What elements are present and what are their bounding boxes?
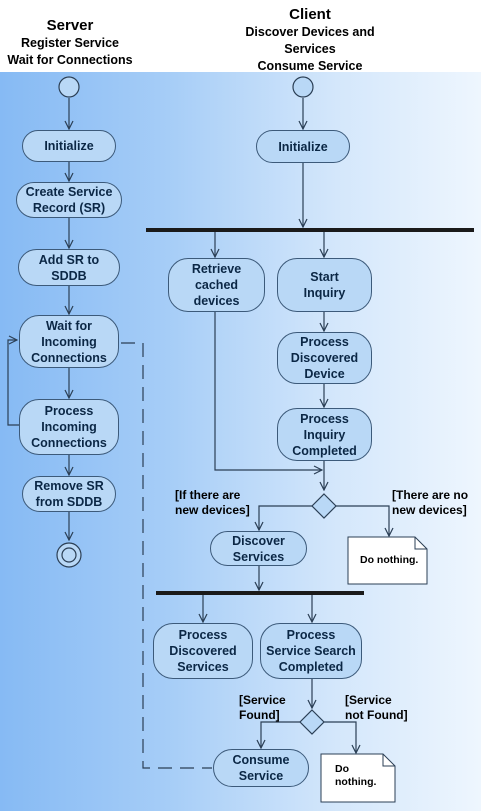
wait-for-connections-node: Wait for Incoming Connections bbox=[19, 315, 119, 368]
client-start-node bbox=[292, 76, 314, 98]
client-subtitle-consume: Consume Service bbox=[257, 59, 363, 73]
start-inquiry-label: Start Inquiry bbox=[303, 270, 346, 300]
client-initialize-node: Initialize bbox=[256, 130, 350, 163]
add-sr-to-sddb-node: Add SR to SDDB bbox=[18, 249, 120, 286]
discover-services-label: Discover Services bbox=[232, 533, 285, 564]
guard-service-not-found: [Service not Found] bbox=[345, 693, 408, 722]
server-initialize-label: Initialize bbox=[44, 139, 94, 153]
client-subtitle-services: Services bbox=[284, 42, 336, 56]
discover-services-node: Discover Services bbox=[210, 531, 307, 566]
add-sr-to-sddb-label: Add SR to SDDB bbox=[38, 252, 100, 283]
remove-sr-node: Remove SR from SDDB bbox=[22, 476, 116, 512]
fork-bar-1 bbox=[146, 228, 474, 232]
server-start-node bbox=[58, 76, 80, 98]
process-discovered-device-label: Process Discovered Device bbox=[290, 335, 359, 381]
process-search-completed-label: Process Service Search Completed bbox=[266, 628, 356, 674]
start-inquiry-node: Start Inquiry bbox=[277, 258, 372, 312]
client-initialize-label: Initialize bbox=[278, 139, 328, 154]
server-title: Server bbox=[46, 17, 94, 34]
edge-dashed-consume bbox=[121, 342, 212, 769]
edge-loop-back bbox=[7, 340, 19, 426]
process-discovered-services-label: Process Discovered Services bbox=[169, 628, 237, 674]
process-inquiry-completed-label: Process Inquiry Completed bbox=[292, 411, 357, 458]
guard-no-new-devices: [There are no new devices] bbox=[392, 488, 469, 517]
consume-service-label: Consume Service bbox=[232, 753, 290, 783]
server-swimlane-header: Server Register Service Wait for Connect… bbox=[0, 16, 140, 69]
create-service-record-node: Create Service Record (SR) bbox=[16, 182, 122, 218]
note-do-nothing-2-text: Do nothing. bbox=[335, 763, 377, 788]
create-service-record-label: Create Service Record (SR) bbox=[25, 185, 113, 215]
edge-decision-to-nothing bbox=[336, 505, 389, 536]
header-area bbox=[0, 0, 481, 72]
edge-decision-to-consume bbox=[261, 721, 300, 748]
edge-retrieve-to-merge bbox=[214, 312, 322, 470]
process-connections-node: Process Incoming Connections bbox=[19, 399, 119, 455]
server-subtitle-register: Register Service bbox=[21, 36, 119, 50]
client-subtitle-discover: Discover Devices and bbox=[245, 25, 375, 39]
server-initialize-node: Initialize bbox=[22, 130, 116, 162]
retrieve-cached-devices-node: Retrieve cached devices bbox=[168, 258, 265, 312]
remove-sr-label: Remove SR from SDDB bbox=[34, 479, 104, 509]
note-do-nothing-1 bbox=[347, 536, 428, 585]
guard-service-found: [Service Found] bbox=[239, 693, 286, 722]
process-connections-label: Process Incoming Connections bbox=[31, 404, 107, 450]
process-inquiry-completed-node: Process Inquiry Completed bbox=[277, 408, 372, 461]
process-discovered-device-node: Process Discovered Device bbox=[277, 332, 372, 384]
edge-decision-to-discover bbox=[259, 505, 312, 530]
server-subtitle-wait: Wait for Connections bbox=[7, 53, 133, 67]
edge-decision-to-nothing-2 bbox=[324, 721, 356, 753]
retrieve-cached-devices-label: Retrieve cached devices bbox=[191, 262, 242, 308]
wait-for-connections-label: Wait for Incoming Connections bbox=[31, 318, 107, 365]
process-search-completed-node: Process Service Search Completed bbox=[260, 623, 362, 679]
note-do-nothing-2 bbox=[320, 753, 396, 803]
decision-service-found bbox=[299, 709, 325, 735]
process-discovered-services-node: Process Discovered Services bbox=[153, 623, 253, 679]
client-title: Client bbox=[289, 6, 331, 23]
guard-new-devices: [If there are new devices] bbox=[175, 488, 250, 517]
fork-bar-2 bbox=[156, 591, 364, 595]
note-do-nothing-1-text: Do nothing. bbox=[360, 554, 419, 566]
decision-new-devices bbox=[311, 493, 337, 519]
consume-service-node: Consume Service bbox=[213, 749, 309, 787]
client-swimlane-header: Client Discover Devices and Services Con… bbox=[225, 5, 395, 75]
